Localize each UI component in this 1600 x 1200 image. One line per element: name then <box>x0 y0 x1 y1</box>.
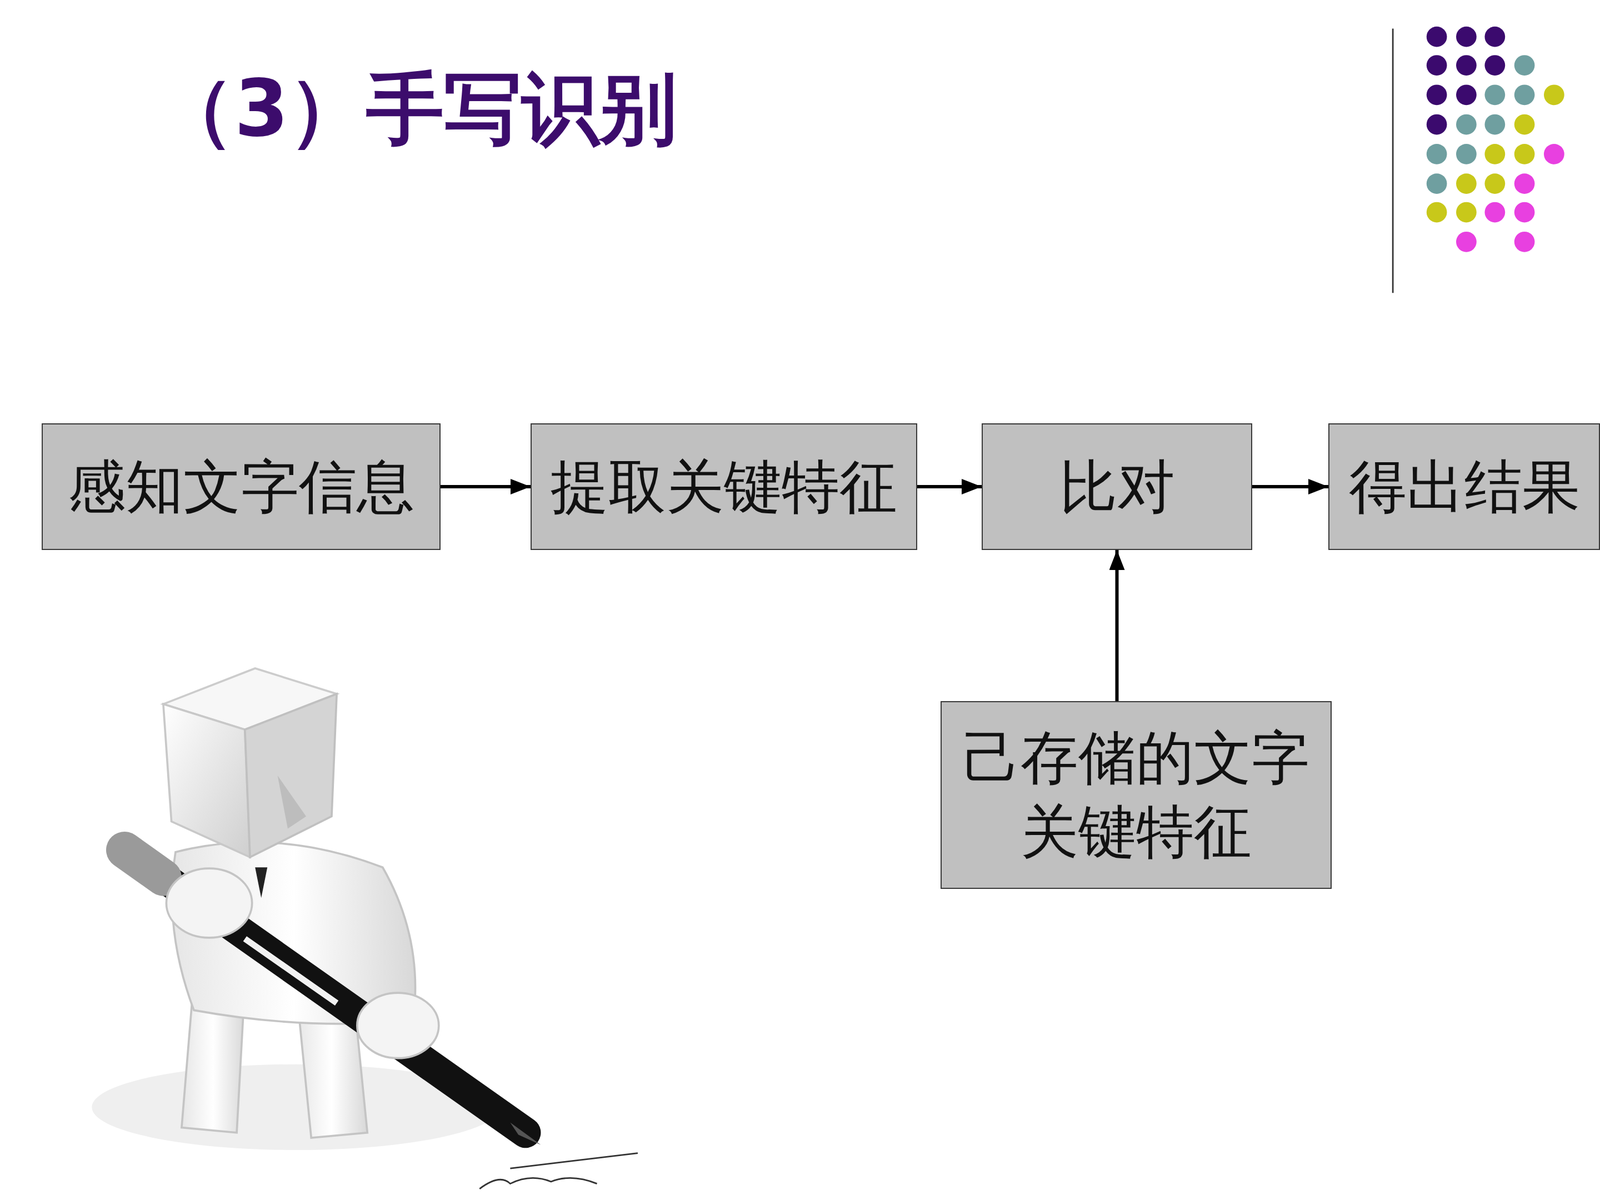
storage-box: 己存储的文字关键特征 <box>940 701 1332 889</box>
box-label: 感知文字信息 <box>67 451 415 523</box>
dot-grid <box>1484 114 1505 135</box>
pen-man-illustration <box>137 859 526 1133</box>
pen-man-illustration <box>510 1122 541 1145</box>
dot-grid <box>1426 55 1448 76</box>
result-box: 得出结果 <box>1328 423 1600 550</box>
dot-grid <box>1514 143 1535 165</box>
box-label: 提取关键特征 <box>550 451 898 523</box>
process-box: 感知文字信息 <box>41 423 441 550</box>
pen-man-illustration <box>245 693 337 858</box>
dot-grid <box>1484 84 1505 105</box>
pen-man-illustration <box>245 938 337 1004</box>
dot-grid <box>1484 26 1505 48</box>
dot-grid <box>1456 173 1477 194</box>
dot-grid <box>1426 202 1448 223</box>
pen-man-illustration <box>166 868 252 938</box>
box-label: 比对 <box>1059 451 1175 523</box>
dot-grid <box>1426 114 1448 135</box>
dot-grid <box>1514 84 1535 105</box>
slide-title: （3）手写识别 <box>156 62 678 156</box>
dot-grid <box>1514 55 1535 76</box>
dot-grid <box>1456 231 1477 253</box>
pen-man-illustration <box>357 992 439 1059</box>
box-label: 己存储的文字关键特征 <box>949 721 1323 869</box>
dot-grid <box>1426 143 1448 165</box>
flow-arrow <box>1115 550 1119 702</box>
pen-man-illustration <box>91 668 638 1189</box>
dot-grid <box>1456 202 1477 223</box>
dot-grid <box>1543 143 1565 165</box>
dot-grid <box>1426 84 1448 105</box>
dot-grid <box>1426 26 1448 48</box>
compare-box: 比对 <box>981 423 1253 550</box>
dot-grid <box>1484 173 1505 194</box>
flow-arrow <box>440 485 531 489</box>
dot-grid <box>1456 143 1477 165</box>
dot-grid <box>1426 26 1565 253</box>
dot-grid <box>1456 26 1477 48</box>
dot-grid <box>1484 143 1505 165</box>
pen-man-illustration <box>479 1153 638 1189</box>
dot-grid <box>1456 84 1477 105</box>
dot-grid <box>1484 55 1505 76</box>
pen-man-illustration <box>277 775 307 829</box>
pen-man-illustration <box>163 703 250 858</box>
dot-grid <box>1514 202 1535 223</box>
dot-grid <box>1456 114 1477 135</box>
process-box: 提取关键特征 <box>530 423 918 550</box>
pen-man-illustration <box>124 850 164 878</box>
dot-grid <box>1514 114 1535 135</box>
dot-grid <box>1514 231 1535 253</box>
flow-arrow <box>917 485 982 489</box>
pen-man-illustration <box>255 867 268 898</box>
dot-grid <box>1514 173 1535 194</box>
flow-arrow <box>1252 485 1329 489</box>
box-label: 得出结果 <box>1348 451 1580 523</box>
dot-grid <box>1484 202 1505 223</box>
divider-line <box>1392 28 1394 293</box>
dot-grid <box>1426 173 1448 194</box>
dot-grid <box>1543 84 1565 105</box>
dot-grid <box>1456 55 1477 76</box>
